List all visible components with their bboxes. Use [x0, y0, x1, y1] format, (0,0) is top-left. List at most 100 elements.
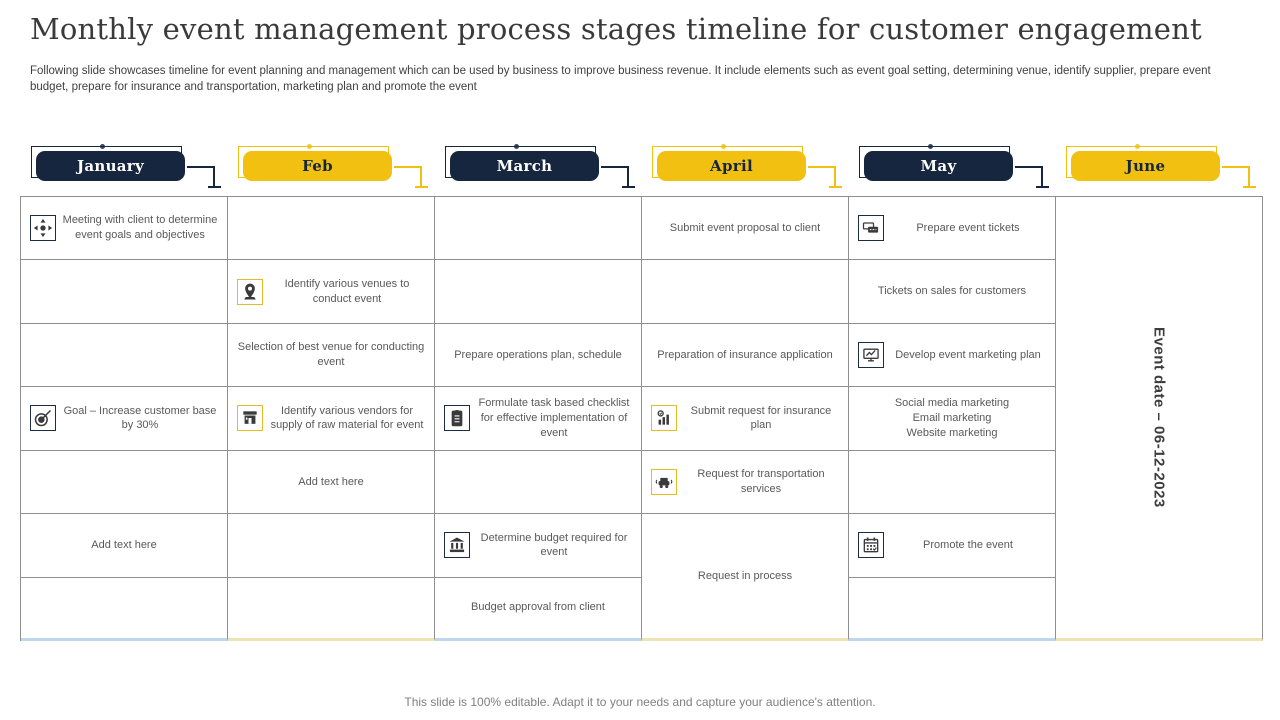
connector-bracket: [1222, 166, 1250, 188]
month-header-june: June: [1055, 144, 1262, 194]
task-text: Prepare event tickets: [916, 221, 1020, 234]
empty-cell: [435, 260, 642, 324]
task-cell-apr-transport: Request for transportation services: [642, 450, 849, 515]
task-cell-apr-proposal: Submit event proposal to client: [642, 197, 849, 261]
task-cell-may-tickets: Prepare event tickets: [849, 197, 1056, 261]
pin-dot-icon: [720, 144, 726, 149]
connector-bracket: [187, 166, 215, 188]
meeting-icon: [30, 215, 56, 242]
connector-foot: [622, 186, 635, 188]
task-text: Add text here: [91, 538, 157, 551]
connector-foot: [1036, 186, 1049, 188]
task-cell-jan-add-text: Add text here: [21, 514, 228, 578]
tickets-icon: [858, 215, 884, 242]
connector-bracket: [601, 166, 629, 188]
task-cell-feb-venues: Identify various venues to conduct event: [228, 260, 435, 324]
month-pill: January: [36, 151, 185, 181]
task-text: Preparation of insurance application: [657, 348, 833, 361]
transportation-icon: [651, 468, 677, 495]
empty-cell: [228, 577, 435, 641]
pin-dot-icon: [513, 144, 519, 149]
connector-bracket: [808, 166, 836, 188]
month-header-april: April: [641, 144, 848, 194]
task-cell-mar-checklist: Formulate task based checklist for effec…: [435, 387, 642, 451]
empty-cell: [435, 450, 642, 515]
task-text: Social media marketing Email marketing W…: [894, 397, 1010, 439]
month-pill: April: [657, 151, 806, 181]
task-cell-mar-approval: Budget approval from client: [435, 577, 642, 641]
month-pill: Feb: [243, 151, 392, 181]
empty-cell: [642, 260, 849, 324]
empty-cell: [435, 197, 642, 261]
task-cell-apr-in-process: Request in process: [642, 514, 849, 641]
month-pill: May: [864, 151, 1013, 181]
empty-cell: [21, 323, 228, 388]
task-cell-may-promote: Promote the event: [849, 514, 1056, 578]
task-text: Formulate task based checklist for effec…: [478, 397, 630, 439]
pin-dot-icon: [927, 144, 933, 149]
event-date-cell: Event date – 06-12-2023: [1056, 197, 1263, 641]
task-text: Prepare operations plan, schedule: [454, 348, 622, 361]
task-text: Selection of best venue for conducting e…: [237, 341, 425, 369]
month-header-january: January: [20, 144, 227, 194]
venue-location-icon: [237, 278, 263, 305]
connector-bracket: [394, 166, 422, 188]
month-header-feb: Feb: [227, 144, 434, 194]
pin-dot-icon: [99, 144, 105, 149]
task-text: Determine budget required for event: [480, 531, 628, 559]
pin-dot-icon: [306, 144, 312, 149]
calendar-icon: [858, 532, 884, 559]
task-text: Budget approval from client: [471, 601, 605, 614]
empty-cell: [228, 197, 435, 261]
task-text: Submit event proposal to client: [669, 221, 821, 234]
month-header-march: March: [434, 144, 641, 194]
task-text: Add text here: [298, 475, 364, 488]
task-text: Meeting with client to determine event g…: [62, 214, 218, 242]
task-text: Goal – Increase customer base by 30%: [63, 404, 217, 432]
empty-cell: [21, 260, 228, 324]
empty-cell: [228, 514, 435, 578]
task-text: Identify various venues to conduct event: [284, 277, 410, 305]
marketing-board-icon: [858, 342, 884, 369]
task-cell-feb-add-text: Add text here: [228, 450, 435, 515]
connector-foot: [415, 186, 428, 188]
footer-note: This slide is 100% editable. Adapt it to…: [404, 695, 876, 709]
task-text: Submit request for insurance plan: [690, 404, 832, 432]
task-text: Tickets on sales for customers: [877, 285, 1027, 298]
month-pill: March: [450, 151, 599, 181]
month-pill: June: [1071, 151, 1220, 181]
vendor-store-icon: [237, 405, 263, 432]
timeline-table: Meeting with client to determine event g…: [20, 196, 1263, 641]
connector-foot: [1243, 186, 1256, 188]
connector-bracket: [1015, 166, 1043, 188]
month-header-may: May: [848, 144, 1055, 194]
task-text: Identify various vendors for supply of r…: [270, 404, 424, 432]
task-cell-feb-vendors: Identify various vendors for supply of r…: [228, 387, 435, 451]
task-cell-apr-insurance-request: Submit request for insurance plan: [642, 387, 849, 451]
task-cell-mar-operations: Prepare operations plan, schedule: [435, 323, 642, 388]
task-text: Develop event marketing plan: [895, 348, 1041, 361]
checklist-icon: [444, 405, 470, 432]
task-cell-mar-budget: Determine budget required for event: [435, 514, 642, 578]
connector-foot: [208, 186, 221, 188]
empty-cell: [21, 450, 228, 515]
insurance-plan-icon: [651, 405, 677, 432]
budget-building-icon: [444, 532, 470, 559]
empty-cell: [21, 577, 228, 641]
task-cell-may-marketing-channels: Social media marketing Email marketing W…: [849, 387, 1056, 451]
month-header-row: January Feb March April May June: [20, 144, 1262, 194]
connector-foot: [829, 186, 842, 188]
task-cell-jan-meeting: Meeting with client to determine event g…: [21, 197, 228, 261]
pin-dot-icon: [1134, 144, 1140, 149]
task-text: Request in process: [697, 569, 793, 582]
target-goal-icon: [30, 405, 56, 432]
task-cell-feb-selection: Selection of best venue for conducting e…: [228, 323, 435, 388]
empty-cell: [849, 577, 1056, 641]
task-text: Request for transportation services: [697, 468, 825, 495]
task-cell-may-marketing-plan: Develop event marketing plan: [849, 323, 1056, 388]
empty-cell: [849, 450, 1056, 515]
page-title: Monthly event management process stages …: [30, 12, 1202, 46]
event-date-label: Event date – 06-12-2023: [1150, 327, 1168, 508]
task-text: Promote the event: [923, 538, 1013, 551]
